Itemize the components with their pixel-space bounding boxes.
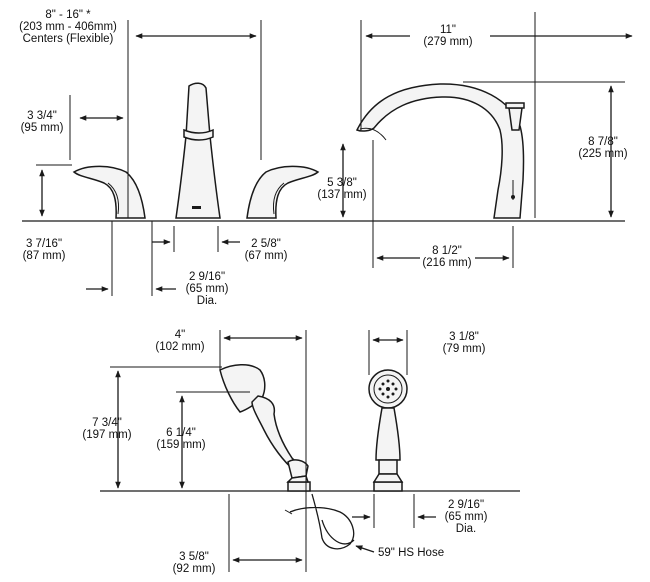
holder-height: 6 1/4" (166, 427, 196, 439)
hose-leader (355, 545, 375, 553)
handle-offset-mm: (95 mm) (21, 122, 64, 134)
spout-clearance-mm: (137 mm) (317, 189, 366, 201)
hs-face-mm: (79 mm) (443, 343, 486, 355)
centers-note: Centers (Flexible) (23, 33, 114, 45)
handshower-side-view (219, 364, 311, 492)
base-width: 2 5/8" (251, 238, 281, 250)
base-dia-note: Dia. (197, 295, 217, 307)
centers-range: 8" - 16" * (45, 9, 91, 21)
hs-height-mm: (197 mm) (82, 429, 131, 441)
hose-coil (284, 493, 355, 550)
spout-height: 8 7/8" (588, 136, 618, 148)
handle-height-mm: (87 mm) (23, 250, 66, 262)
center-spout (175, 82, 221, 219)
hs-reach: 4" (175, 329, 185, 341)
base-dia: 2 9/16" (189, 271, 225, 283)
left-handle (72, 165, 146, 219)
spout-clearance: 5 3/8" (327, 177, 357, 189)
holder-dia: 2 9/16" (448, 499, 484, 511)
spread-mm: (279 mm) (423, 36, 472, 48)
right-handle (246, 165, 320, 219)
handshower-front-view (368, 369, 408, 492)
holder-dia-note: Dia. (456, 523, 476, 535)
hs-reach-mm: (102 mm) (155, 341, 204, 353)
spout-height-mm: (225 mm) (578, 148, 627, 160)
hs-height: 7 3/4" (92, 417, 122, 429)
handle-offset: 3 3/4" (27, 110, 57, 122)
spread: 11" (440, 24, 456, 36)
hose-offset: 3 5/8" (179, 551, 209, 563)
spout-reach-mm: (216 mm) (422, 257, 471, 269)
top-view: 8" - 16" * (203 mm - 406mm) Centers (Fle… (19, 9, 633, 307)
base-width-mm: (67 mm) (245, 250, 288, 262)
hs-face: 3 1/8" (449, 331, 479, 343)
spout-reach: 8 1/2" (432, 245, 462, 257)
holder-height-mm: (159 mm) (156, 439, 205, 451)
holder-dia-mm: (65 mm) (445, 511, 488, 523)
hose-offset-mm: (92 mm) (173, 563, 216, 575)
handle-height: 3 7/16" (26, 238, 62, 250)
spout-side-view (355, 83, 525, 219)
centers-range-mm: (203 mm - 406mm) (19, 21, 117, 33)
hose-label: 59" HS Hose (378, 547, 444, 559)
bottom-view: 4" (102 mm) 3 1/8" (79 mm) 7 3/4" (197 m… (82, 329, 520, 575)
base-dia-mm: (65 mm) (186, 283, 229, 295)
